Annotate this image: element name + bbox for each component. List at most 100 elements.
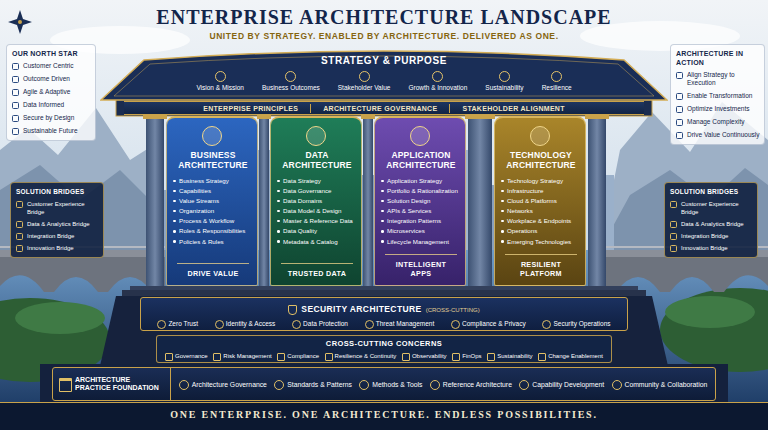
- item-text: Drive Value Continuously: [676, 131, 760, 139]
- temple-shape: [588, 116, 606, 286]
- heading-group: ARCHITECTURE IN ACTION: [676, 49, 760, 67]
- footer-text: TRUSTED DATA: [281, 269, 353, 278]
- bottom-band-shape: [0, 402, 768, 430]
- heading-text: OUR NORTH STAR: [12, 49, 91, 58]
- item-text: Stakeholder Value: [338, 71, 391, 92]
- item-text: Resilience: [542, 71, 572, 92]
- footer-group: DRIVE VALUE: [177, 263, 249, 278]
- item-text: Data Strategy: [276, 177, 358, 185]
- diagram-title: ENTERPRISE ARCHITECTURE LANDSCAPE: [0, 5, 768, 29]
- item-text: Sustainability: [485, 71, 523, 92]
- item-text: Data & Analytics Bridge: [16, 220, 99, 228]
- item-text: Data Quality: [276, 227, 358, 235]
- heading-group: SECURITY ARCHITECTURE(CROSS-CUTTING): [141, 298, 627, 315]
- cross-cutting-band: CROSS-CUTTING CONCERNSGovernanceRisk Man…: [156, 335, 612, 363]
- item-list: Business StrategyCapabilitiesValue Strea…: [172, 177, 254, 248]
- item-text: Value Streams: [172, 197, 254, 205]
- temple-shape: [40, 364, 728, 404]
- item-text: Data & Analytics Bridge: [670, 220, 753, 228]
- item-text: Compliance & Privacy: [451, 320, 526, 328]
- heading-text: SOLUTION BRIDGES: [16, 187, 99, 196]
- item-text: Customer Experience Bridge: [16, 200, 99, 216]
- heading-text: CROSS-CUTTING CONCERNS: [157, 339, 611, 348]
- item-text: Outcome Driven: [12, 75, 91, 83]
- item-text: Organization: [172, 207, 254, 215]
- item-text: Standards & Patterns: [274, 380, 352, 389]
- architecture-pillar: TECHNOLOGY ARCHITECTURETechnology Strate…: [494, 116, 586, 286]
- temple-shape: [259, 116, 269, 286]
- item-text: Identity & Access: [215, 320, 276, 328]
- item-text: Innovation Bridge: [16, 244, 99, 252]
- heading-group: STRATEGY & PURPOSE: [100, 46, 668, 67]
- item-text: Policies & Rules: [172, 238, 254, 246]
- heading-text: SOLUTION BRIDGES: [670, 187, 753, 196]
- item-text: Resilience & Continuity: [325, 352, 397, 360]
- item-text: Emerging Technologies: [500, 238, 582, 246]
- item-text: APIs & Services: [380, 207, 462, 215]
- strategy-roof: STRATEGY & PURPOSEVision & MissionBusine…: [100, 46, 668, 101]
- compass-star-shape: [18, 20, 22, 24]
- footer-group: RESILIENT PLATFORM: [505, 254, 577, 278]
- item-text: Align Strategy to Execution: [676, 71, 760, 87]
- item-text: Lifecycle Management: [380, 238, 462, 246]
- item-list: Architecture Governance Standards & Patte…: [171, 368, 715, 400]
- roof-outline: [100, 46, 668, 101]
- item-list: Application StrategyPortfolio & Rational…: [380, 177, 462, 248]
- roof-shape: [101, 51, 667, 100]
- footer-group: TRUSTED DATA: [281, 263, 353, 278]
- bottom-band: [0, 402, 768, 430]
- principles-band: ENTERPRISE PRINCIPLESARCHITECTURE GOVERN…: [124, 101, 644, 115]
- heading-text: ARCHITECTURE IN ACTION: [676, 49, 760, 67]
- item-text: Networks: [500, 207, 582, 215]
- heading-group: DATA ARCHITECTURE: [276, 118, 358, 170]
- heading-text: (CROSS-CUTTING): [426, 305, 480, 315]
- item-list: Zero Trust Identity & Access Data Protecti…: [141, 320, 627, 328]
- item-text: Business Strategy: [172, 177, 254, 185]
- item-list: Customer Experience BridgeData & Analyti…: [670, 200, 753, 252]
- item-text: Manage Complexity: [676, 118, 760, 126]
- item-text: Master & Reference Data: [276, 217, 358, 225]
- item-list: Data StrategyData GovernanceData Domains…: [276, 177, 358, 248]
- item-text: Process & Workflow: [172, 217, 254, 225]
- temple-shape: [116, 98, 652, 116]
- temple-shape: [468, 116, 492, 286]
- item-text: Change Enablement: [538, 352, 603, 360]
- greenery-shape: [665, 296, 755, 328]
- item-text: Cloud & Platforms: [500, 197, 582, 205]
- heading-text: APPLICATION ARCHITECTURE: [380, 150, 462, 170]
- item-text: Observability: [402, 352, 447, 360]
- north-star-panel: OUR NORTH STAR Customer CentricOutcome Dr…: [6, 44, 96, 141]
- item-text: Secure by Design: [12, 114, 91, 122]
- item-text: Methods & Tools: [359, 380, 422, 389]
- temple: [40, 98, 728, 404]
- item-text: Integration Bridge: [670, 232, 753, 240]
- heading-text: DATA ARCHITECTURE: [276, 150, 358, 170]
- item-text: Optimize Investments: [676, 105, 760, 113]
- heading-text: TECHNOLOGY ARCHITECTURE: [500, 150, 582, 170]
- item-text: Reference Architecture: [430, 380, 512, 389]
- heading-group: OUR NORTH STAR: [12, 49, 91, 58]
- heading-group: APPLICATION ARCHITECTURE: [380, 118, 462, 170]
- item-text: Data Domains: [276, 197, 358, 205]
- heading-group: ARCHITECTURE PRACTICE FOUNDATION: [53, 368, 171, 400]
- item-list: ENTERPRISE PRINCIPLESARCHITECTURE GOVERN…: [191, 104, 577, 113]
- item-text: Infrastructure: [500, 187, 582, 195]
- item-text: Capability Development: [519, 380, 604, 389]
- greenery-shape: [15, 302, 105, 334]
- item-text: Microservices: [380, 227, 462, 235]
- item-text: Data Model & Design: [276, 207, 358, 215]
- heading-text: ARCHITECTURE PRACTICE FOUNDATION: [75, 376, 167, 393]
- item-text: Vision & Mission: [196, 71, 244, 92]
- action-panel: ARCHITECTURE IN ACTION Align Strategy to …: [670, 44, 765, 145]
- item-text: Architecture Governance: [179, 380, 267, 389]
- item-text: STAKEHOLDER ALIGNMENT: [449, 104, 576, 113]
- item-text: ENTERPRISE PRINCIPLES: [191, 104, 310, 113]
- item-list: Align Strategy to ExecutionEnable Transf…: [676, 71, 760, 139]
- item-text: Data Protection: [292, 320, 348, 328]
- item-text: Zero Trust: [157, 320, 198, 328]
- item-text: Customer Experience Bridge: [670, 200, 753, 216]
- heading-text: STRATEGY & PURPOSE: [100, 55, 668, 67]
- item-text: Customer Centric: [12, 62, 91, 70]
- item-text: Roles & Responsibilities: [172, 227, 254, 235]
- item-list: Customer Experience BridgeData & Analyti…: [16, 200, 99, 252]
